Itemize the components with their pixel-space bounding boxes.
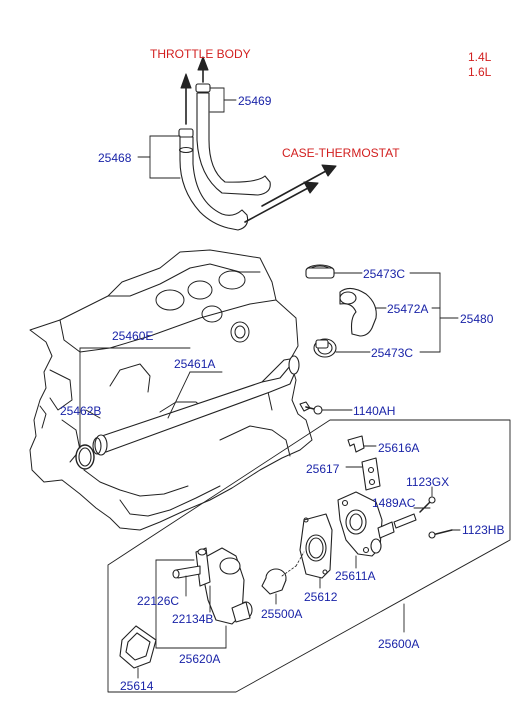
- engine-block: [29, 249, 313, 531]
- leaders-inlet-fitting: [155, 559, 227, 649]
- part-label-25500a[interactable]: 25500A: [261, 607, 303, 621]
- engine-size-1-6: 1.6L: [468, 65, 492, 79]
- part-label-1140ah[interactable]: 1140AH: [353, 404, 396, 418]
- gasket: [299, 513, 333, 589]
- water-inlet-fitting: [172, 547, 253, 625]
- part-label-25473c-top[interactable]: 25473C: [363, 267, 406, 281]
- throttle-body-label: THROTTLE BODY: [150, 47, 251, 61]
- part-label-25620a[interactable]: 25620A: [179, 652, 221, 666]
- part-label-22126c[interactable]: 22126C: [137, 594, 180, 608]
- leaders-middle-left: [79, 347, 353, 449]
- part-label-25461a[interactable]: 25461A: [174, 357, 216, 371]
- thermostat: [261, 551, 305, 605]
- part-label-1123gx[interactable]: 1123GX: [406, 475, 450, 489]
- part-label-25468[interactable]: 25468: [98, 151, 132, 165]
- part-label-25480[interactable]: 25480: [460, 312, 494, 326]
- part-label-25469[interactable]: 25469: [238, 94, 272, 108]
- part-label-25614[interactable]: 25614: [120, 679, 154, 693]
- bolts: [393, 486, 461, 539]
- part-label-1489ac[interactable]: 1489AC: [372, 496, 416, 510]
- part-label-25460e[interactable]: 25460E: [112, 329, 154, 343]
- bracket: [345, 435, 381, 491]
- part-label-25472a[interactable]: 25472A: [387, 302, 429, 316]
- inlet-gasket: [119, 625, 157, 679]
- part-label-1123hb[interactable]: 1123HB: [462, 523, 505, 537]
- thermostat-case: [337, 491, 395, 569]
- throttle-body-hoses: [178, 56, 337, 231]
- part-label-25616a[interactable]: 25616A: [378, 441, 420, 455]
- leaders-hose-set: [333, 272, 459, 353]
- part-label-25473c-bottom[interactable]: 25473C: [371, 346, 414, 360]
- part-label-25600a[interactable]: 25600A: [378, 637, 420, 651]
- part-label-25617[interactable]: 25617: [306, 462, 340, 476]
- part-label-25612[interactable]: 25612: [304, 590, 338, 604]
- part-label-22134b[interactable]: 22134B: [172, 612, 214, 626]
- part-label-25611a[interactable]: 25611A: [335, 569, 376, 583]
- leaders-upper: [137, 87, 237, 179]
- bypass-hose-set: [305, 264, 377, 358]
- part-label-25462b[interactable]: 25462B: [60, 404, 102, 418]
- assembly-box: [107, 419, 511, 693]
- case-thermostat-label: CASE-THERMOSTAT: [282, 146, 400, 160]
- water-pipe: [75, 355, 323, 470]
- engine-size-1-4: 1.4L: [468, 50, 492, 64]
